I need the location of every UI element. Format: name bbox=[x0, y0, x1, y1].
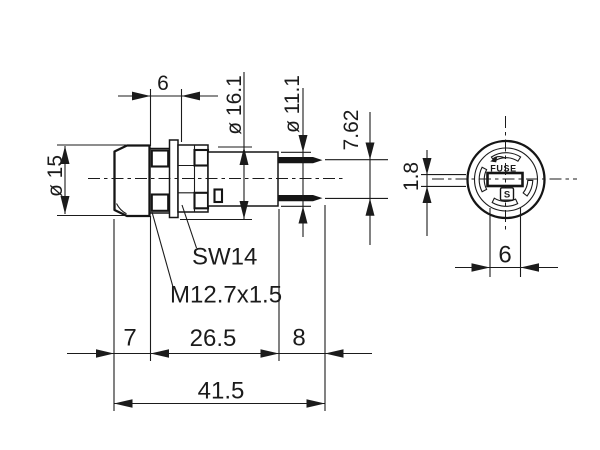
dim-knurl-width: 6 bbox=[157, 72, 169, 95]
leader-sw14 bbox=[181, 204, 198, 249]
cap-outline bbox=[113, 144, 151, 218]
dim-cap-diameter: ø 15 bbox=[44, 155, 67, 197]
dimension-texts: ø 15 6 ø 16.1 ø 11.1 7.62 SW14 M12.7x1.5… bbox=[44, 72, 516, 405]
front-view-markings bbox=[490, 156, 515, 201]
dim-slot-width: 6 bbox=[498, 242, 511, 269]
label-thread: M12.7x1.5 bbox=[170, 282, 282, 309]
centerlines bbox=[88, 116, 577, 230]
nut-facet-top bbox=[150, 149, 170, 168]
label-hex-sw14: SW14 bbox=[192, 244, 257, 271]
cap-corner-arc bbox=[116, 203, 127, 215]
unscrew-arrow-arc bbox=[492, 156, 507, 160]
unscrew-arrow-head bbox=[490, 156, 498, 163]
bayonet-band-right bbox=[522, 179, 534, 197]
terminal-pin-top bbox=[278, 157, 323, 164]
dim-pin-pitch: 7.62 bbox=[340, 110, 363, 151]
dimension-lines bbox=[57, 72, 558, 411]
terminal-pin-bottom bbox=[278, 195, 323, 202]
bayonet-band-left bbox=[478, 166, 488, 193]
logo-glyph: S bbox=[504, 190, 510, 201]
hex-facet-bottom bbox=[193, 191, 210, 210]
dim-cap-length: 7 bbox=[123, 325, 136, 352]
logo-box bbox=[499, 187, 515, 201]
bayonet-band-top bbox=[490, 152, 522, 162]
dim-body-length: 26.5 bbox=[190, 325, 237, 352]
hex-facet-top bbox=[193, 148, 210, 167]
fuse-marking-text: FUSE bbox=[490, 164, 516, 174]
dim-body-diameter: ø 11.1 bbox=[281, 75, 304, 133]
nut-facet-bottom bbox=[150, 193, 170, 212]
dim-slot-depth: 1.8 bbox=[400, 162, 423, 191]
dim-pin-length: 8 bbox=[292, 325, 305, 352]
dim-flange-diameter: ø 16.1 bbox=[223, 75, 246, 135]
leader-thread bbox=[151, 211, 174, 288]
body-detail-window bbox=[213, 188, 224, 204]
dim-overall-length: 41.5 bbox=[198, 378, 245, 405]
